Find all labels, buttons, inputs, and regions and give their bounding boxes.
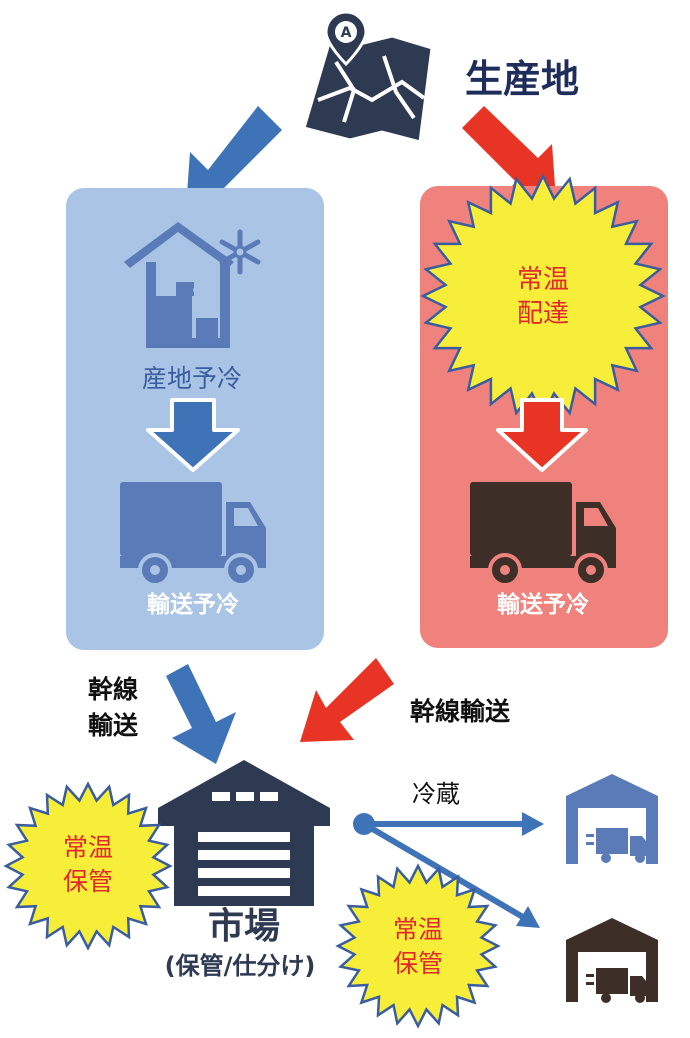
market-title: 市場 (208, 906, 280, 947)
market-subtitle: (保管/仕分け) (165, 952, 316, 980)
room-temp-text: 常温 (517, 265, 569, 295)
storage-text: 保管 (63, 867, 113, 896)
cooled-truck-icon (120, 482, 266, 587)
snowflake-icon (219, 229, 261, 275)
refrigeration-label: 冷蔵 (412, 780, 460, 808)
arrow-origin-to-right (462, 106, 556, 200)
down-arrow-left-panel (146, 398, 240, 472)
branch-storage-burst (335, 863, 501, 1029)
branch-room-temp-text: 常温 (393, 915, 443, 944)
arrow-right-trunk (300, 658, 394, 742)
transport-precooling-label-right: 輸送予冷 (497, 591, 589, 618)
delivery-text: 配達 (517, 299, 569, 329)
storage-room-temp-text: 常温 (63, 833, 113, 862)
market-storage-burst (3, 781, 173, 951)
trunk-label-line1: 幹線 (88, 675, 138, 704)
outgoing-branch-arrows (353, 812, 544, 928)
arrow-origin-to-left (186, 106, 282, 208)
map-icon: A (302, 10, 434, 144)
farm-precooling-label: 産地予冷 (142, 364, 242, 393)
ambient-warehouse-icon (566, 918, 658, 1003)
origin-label: 生産地 (465, 57, 579, 101)
transport-precooling-label-left: 輸送予冷 (147, 591, 239, 618)
trunk-transport-label: 幹線輸送 (410, 697, 510, 726)
market-warehouse-icon (158, 760, 330, 906)
branch-storage-text: 保管 (393, 949, 443, 978)
svg-text:A: A (341, 25, 352, 41)
down-arrow-right-panel (496, 398, 588, 472)
cold-storage-warehouse-icon (566, 774, 658, 864)
ambient-truck-icon (470, 482, 616, 587)
arrow-left-trunk (166, 664, 236, 764)
trunk-label-line2: 輸送 (88, 711, 138, 740)
